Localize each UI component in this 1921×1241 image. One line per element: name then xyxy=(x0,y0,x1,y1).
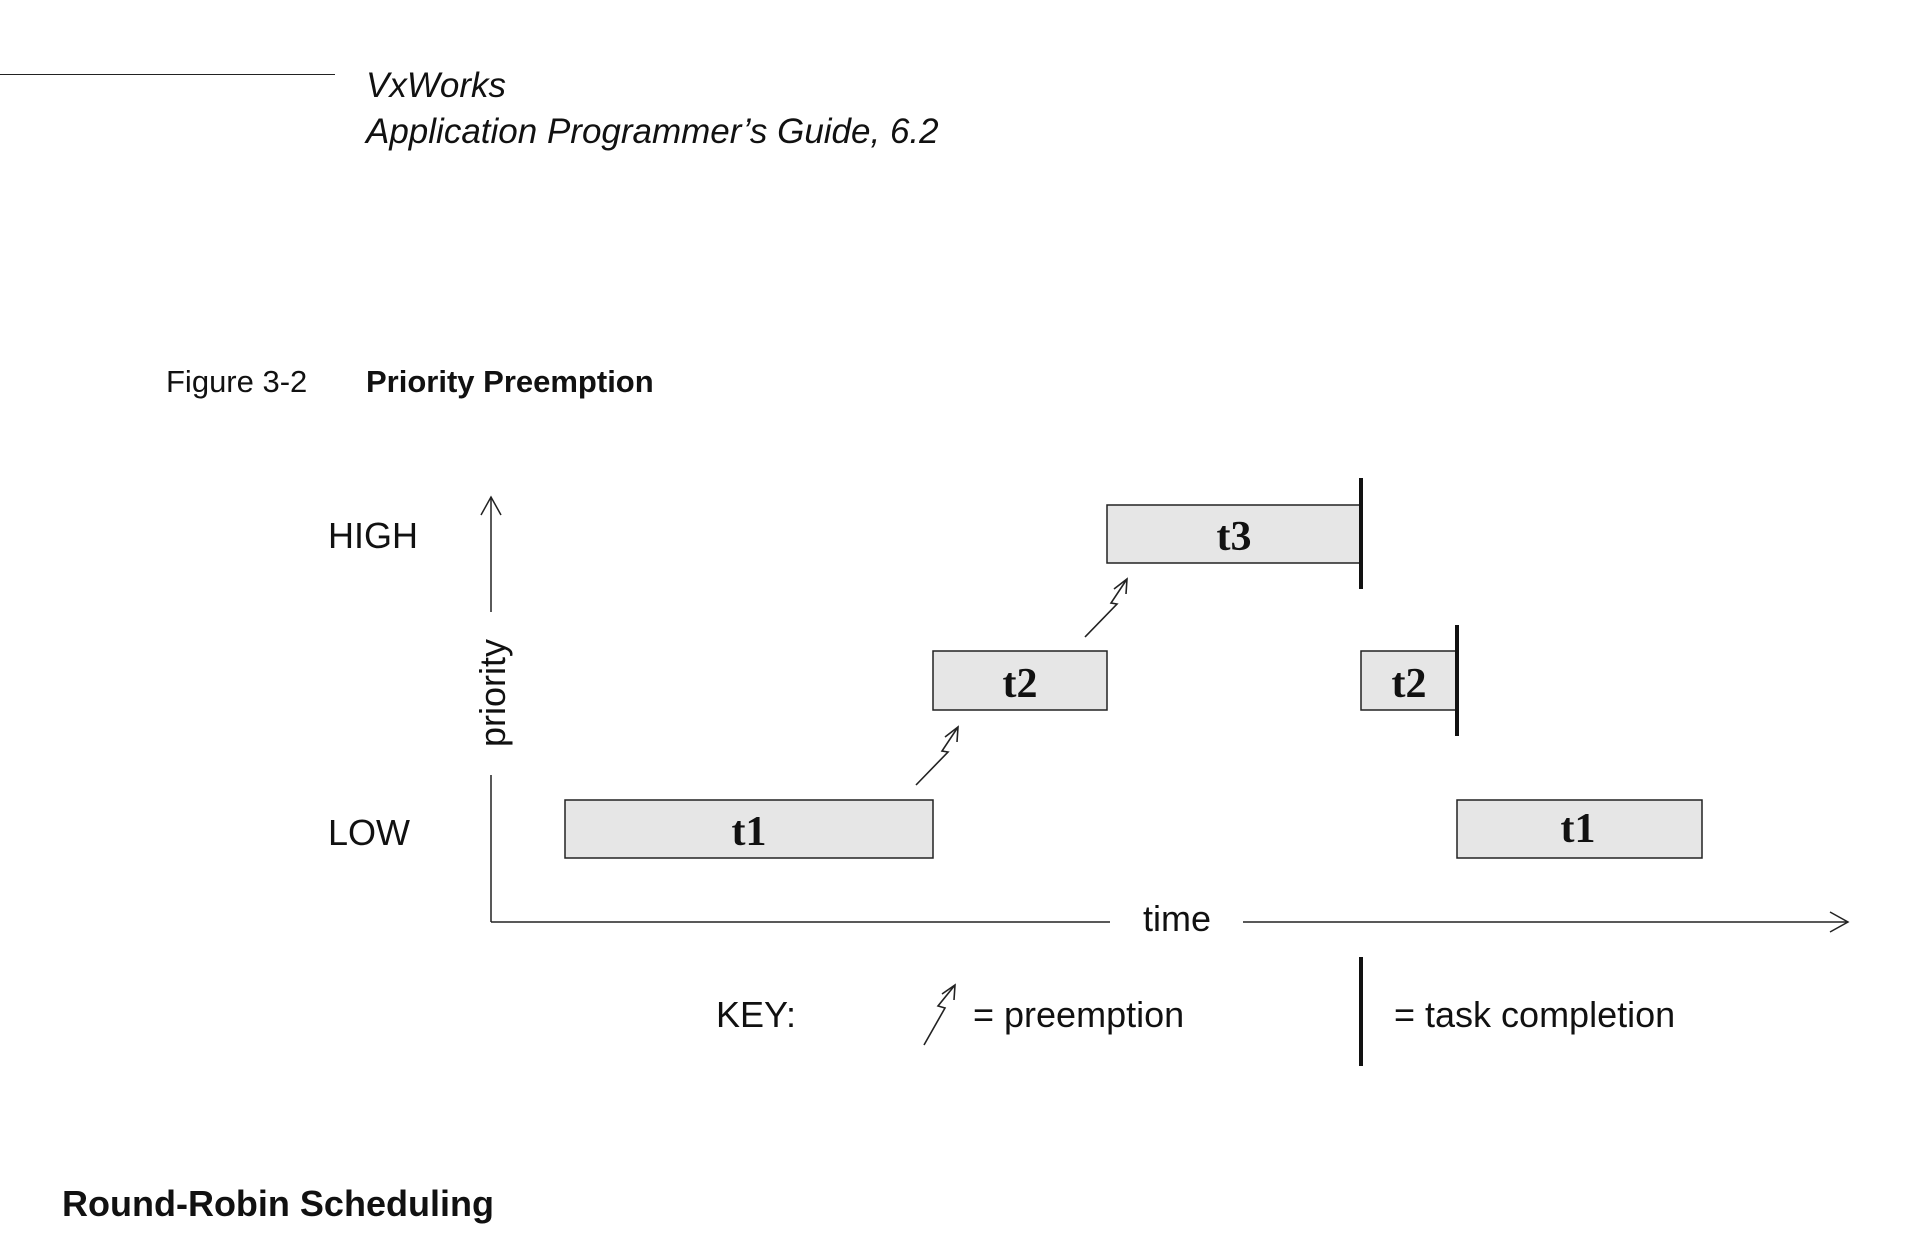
figure-title: Priority Preemption xyxy=(366,364,654,399)
task-bar-t2: t2 xyxy=(932,650,1108,711)
task-bar-t2-rect xyxy=(932,650,1108,711)
key-completion-text: = task completion xyxy=(1394,994,1675,1035)
document-subtitle: Application Programmer’s Guide, 6.2 xyxy=(366,112,939,151)
low-priority-label: LOW xyxy=(328,812,410,853)
task-label-t2: t2 xyxy=(1003,661,1038,707)
time-axis-label: time xyxy=(1143,898,1211,939)
header-rule xyxy=(0,74,335,75)
preemption-bolt-icon xyxy=(1084,577,1128,638)
high-priority-label: HIGH xyxy=(328,515,418,556)
priority-axis: priority xyxy=(472,495,513,922)
task-bar-t1-rect xyxy=(564,799,934,859)
document-title: VxWorks xyxy=(366,66,506,105)
task-bar-t3: t3 xyxy=(1106,478,1363,589)
figure-number: Figure 3-2 xyxy=(166,364,308,399)
task-label-t1-resume: t1 xyxy=(1561,806,1596,852)
section-heading: Round-Robin Scheduling xyxy=(62,1183,494,1224)
priority-axis-label: priority xyxy=(472,639,513,747)
task-label-t2-resume: t2 xyxy=(1392,661,1427,707)
task-label-t3: t3 xyxy=(1217,514,1252,560)
key-label: KEY: xyxy=(716,994,796,1035)
task-bar-t2-resume: t2 xyxy=(1360,625,1459,736)
task-bar-t1-resume-rect xyxy=(1456,799,1703,859)
key-preemption-bolt-icon xyxy=(923,983,956,1046)
diagram-key: KEY: = preemption = task completion xyxy=(716,957,1675,1066)
key-preemption-text: = preemption xyxy=(973,994,1184,1035)
time-axis: time xyxy=(491,898,1850,939)
preemption-bolt-icon xyxy=(915,725,959,786)
task-label-t1: t1 xyxy=(732,809,767,855)
priority-arrowhead-icon xyxy=(480,495,502,516)
task-bar-t2-resume-rect xyxy=(1360,650,1458,711)
task-bar-t1: t1 xyxy=(564,799,934,859)
time-arrowhead-icon xyxy=(1829,911,1850,933)
task-bar-t1-resume: t1 xyxy=(1456,799,1703,859)
